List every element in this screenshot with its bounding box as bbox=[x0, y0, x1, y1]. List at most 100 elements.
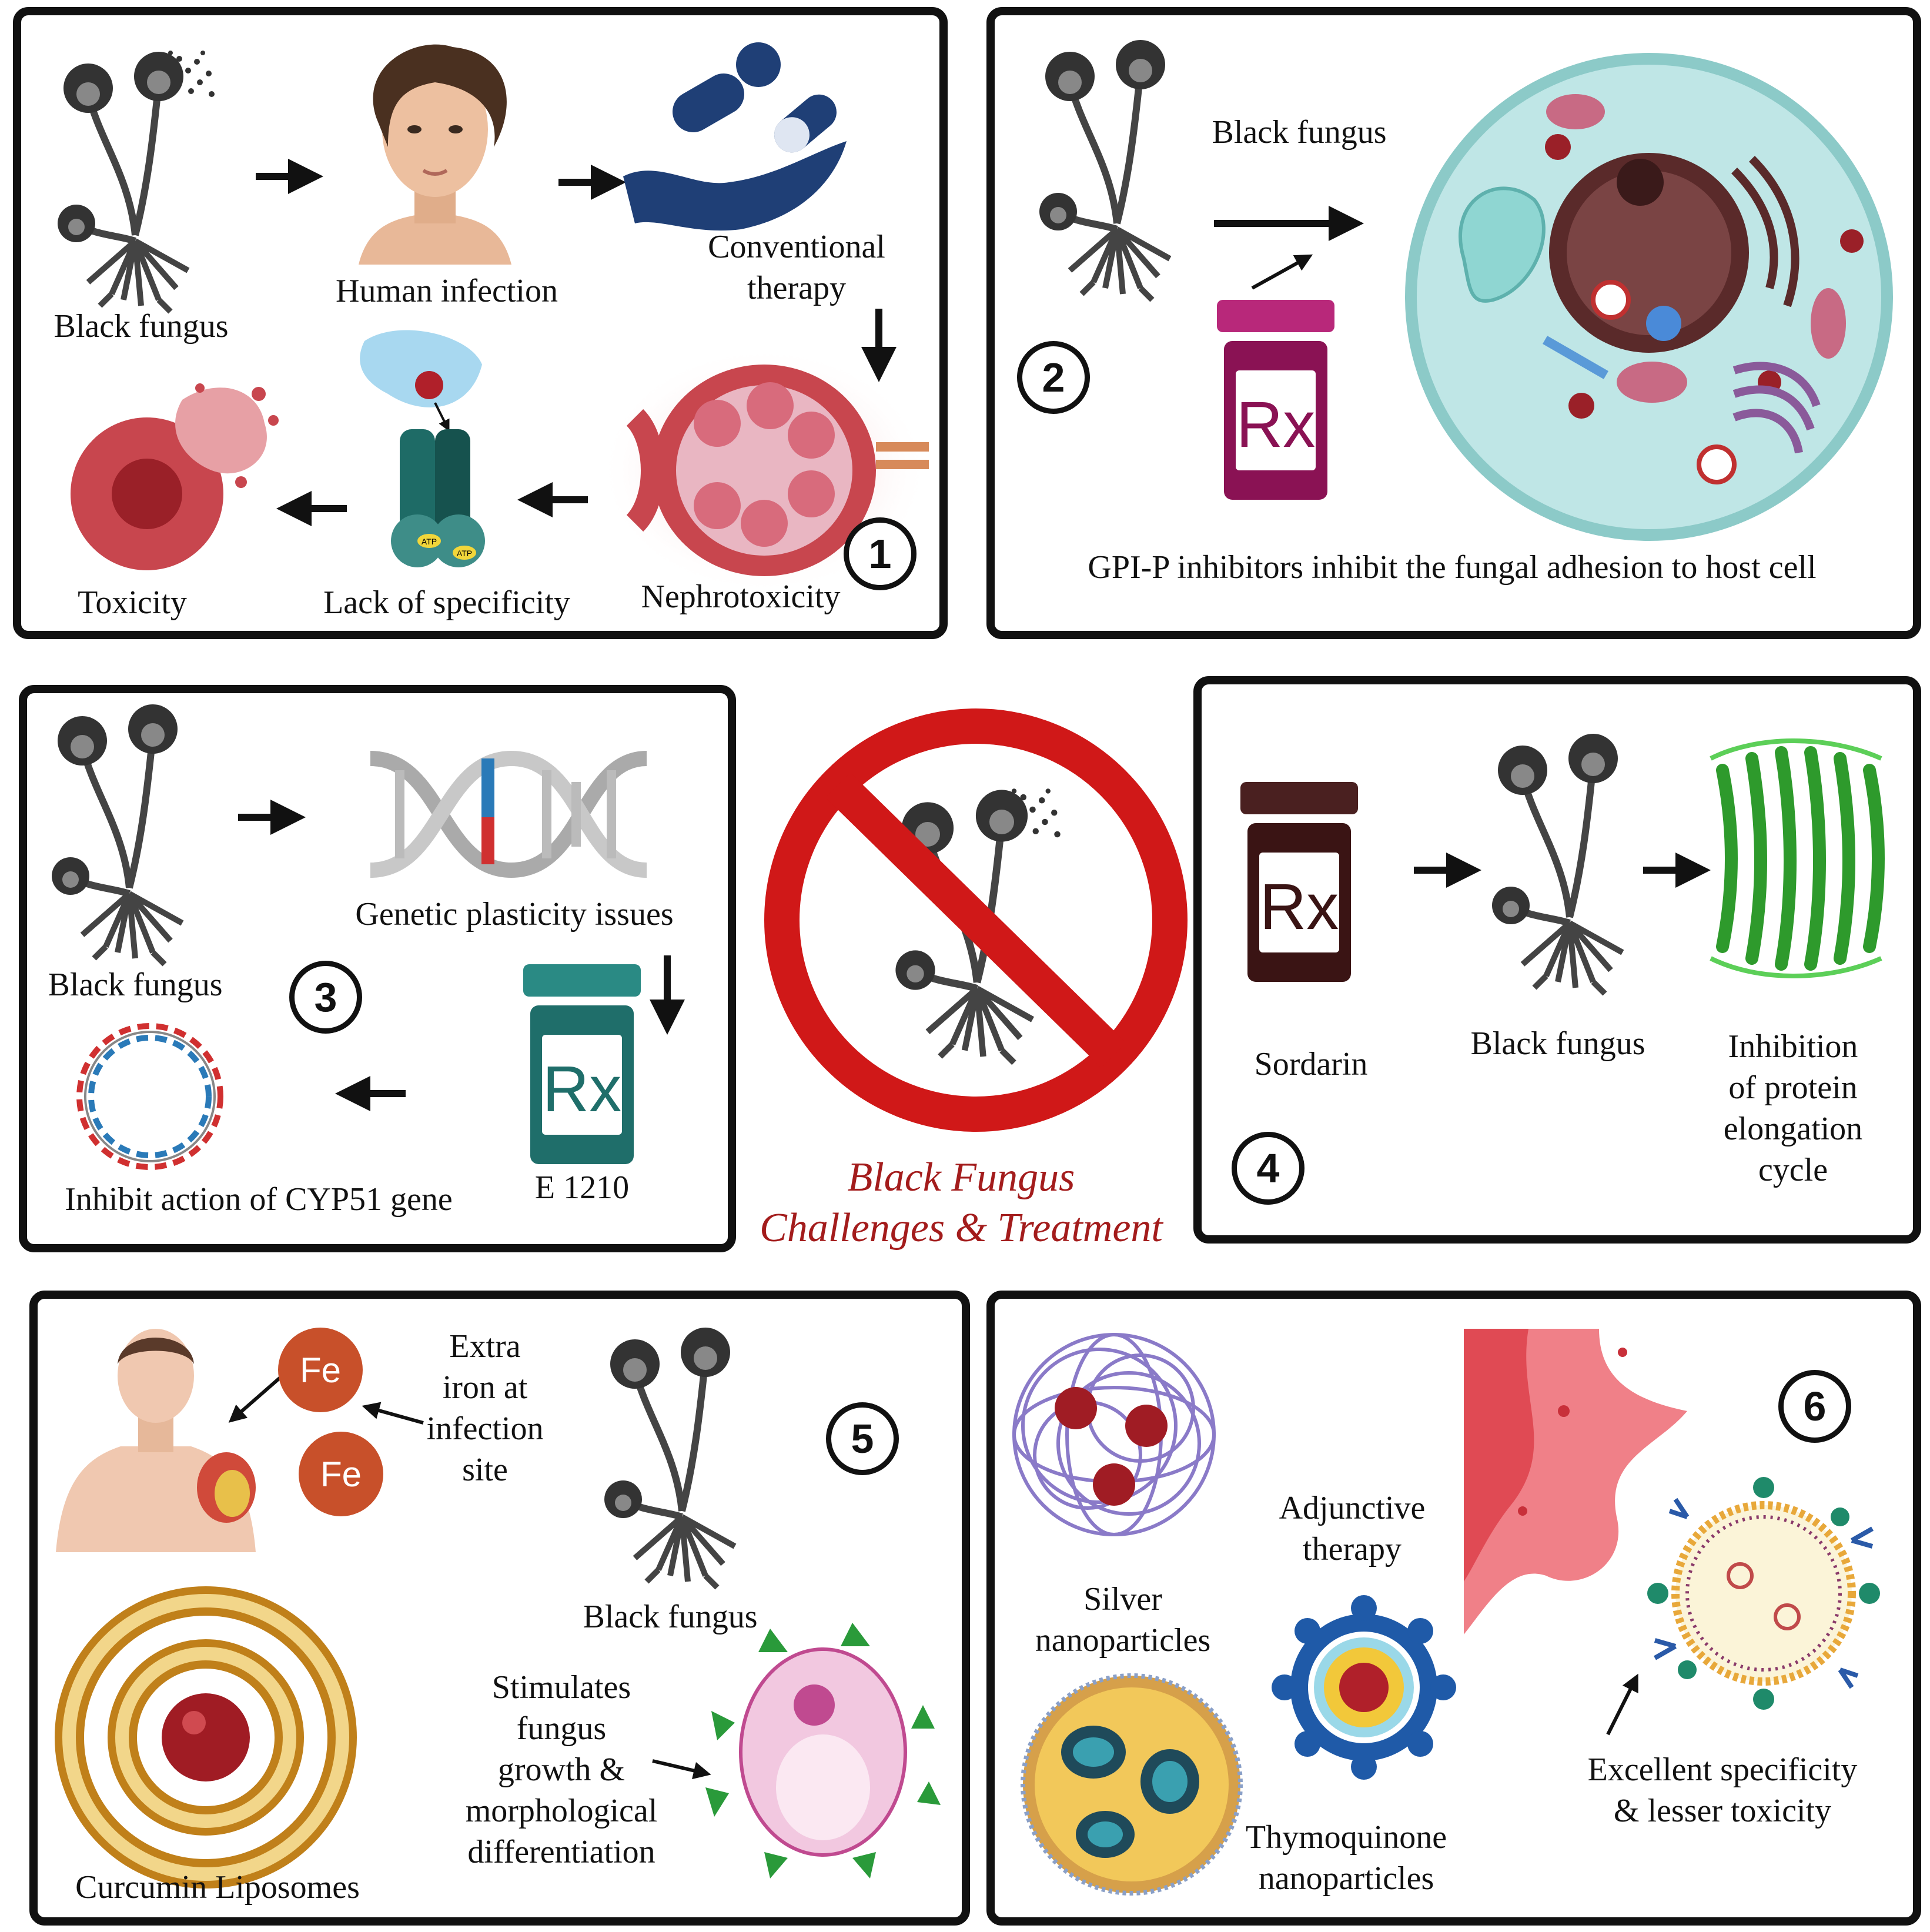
liposome-icon bbox=[55, 1586, 357, 1888]
toxicity-label: Toxicity bbox=[78, 584, 187, 621]
step-number-4: 4 bbox=[1232, 1132, 1304, 1205]
svg-text:ATP: ATP bbox=[457, 549, 472, 558]
prohibited-fungus-icon bbox=[764, 708, 1188, 1132]
excellent-line-1: Excellent specificity bbox=[1587, 1751, 1858, 1788]
host-tissue-icon bbox=[1464, 1329, 1687, 1634]
cyp51-label: Inhibit action of CYP51 gene bbox=[65, 1181, 453, 1218]
extra-iron-line-3: infection bbox=[426, 1410, 544, 1447]
arrow-icon bbox=[238, 800, 306, 835]
genetic-plasticity-label: Genetic plasticity issues bbox=[355, 896, 674, 932]
rx-bottle-icon: Rx bbox=[523, 964, 641, 1164]
stimulates-label: Stimulates fungus growth & morphological… bbox=[447, 1667, 676, 1873]
black-fungus-label: Black fungus bbox=[53, 308, 229, 345]
arrow-icon bbox=[1214, 206, 1364, 241]
human-torso-icon bbox=[56, 1329, 256, 1552]
damaged-cell-icon bbox=[71, 383, 279, 570]
host-cell-icon bbox=[1405, 53, 1893, 541]
svg-text:Fe: Fe bbox=[300, 1351, 341, 1390]
thymo-line-1: Thymoquinone bbox=[1245, 1819, 1447, 1856]
conventional-line-1: Conventional bbox=[708, 229, 885, 265]
circular-dna-icon bbox=[76, 1023, 223, 1170]
hand-pills-icon bbox=[623, 42, 847, 231]
dna-icon bbox=[370, 750, 647, 878]
step-number-6: 6 bbox=[1778, 1370, 1851, 1443]
stimulates-line-3: growth & bbox=[497, 1751, 626, 1788]
stimulates-line-2: fungus bbox=[516, 1710, 607, 1747]
stimulates-line-5: differentiation bbox=[467, 1834, 655, 1870]
adjunctive-therapy-label: Adjunctive therapy bbox=[1240, 1488, 1464, 1570]
fungus-icon bbox=[1487, 729, 1640, 1000]
arrow-icon bbox=[256, 159, 323, 194]
stimulates-line-4: morphological bbox=[465, 1793, 658, 1829]
adjunctive-line-1: Adjunctive bbox=[1279, 1490, 1426, 1526]
silver-nanoparticles-label: Silver nanoparticles bbox=[1005, 1579, 1240, 1661]
svg-text:ATP: ATP bbox=[422, 537, 437, 546]
svg-text:Rx: Rx bbox=[1236, 389, 1315, 461]
targeted-liposome-icon bbox=[1647, 1477, 1880, 1710]
silver-line-1: Silver bbox=[1083, 1581, 1162, 1617]
iron-circle-icon: Fe bbox=[278, 1328, 363, 1412]
step-number-3: 3 bbox=[289, 961, 362, 1034]
e1210-label: E 1210 bbox=[534, 1169, 630, 1206]
sordarin-label: Sordarin bbox=[1254, 1046, 1368, 1082]
arrow-left-icon bbox=[517, 482, 588, 517]
fungus-icon bbox=[600, 1323, 752, 1593]
black-fungus-label: Black fungus bbox=[1212, 114, 1387, 151]
fungus-icon bbox=[1035, 35, 1188, 306]
arrow-icon bbox=[558, 165, 626, 200]
extra-iron-line-2: iron at bbox=[442, 1369, 528, 1406]
silver-nanoparticle-icon bbox=[1012, 1333, 1216, 1536]
inhibition-label: Inhibition of protein elongation cycle bbox=[1693, 1026, 1893, 1191]
rx-bottle-icon: Rx bbox=[1240, 782, 1358, 982]
thymoquinone-nanoparticle-icon bbox=[1272, 1595, 1456, 1780]
step-number-5: 5 bbox=[826, 1402, 899, 1475]
stimulates-line-1: Stimulates bbox=[491, 1669, 631, 1706]
thymo-line-2: nanoparticles bbox=[1258, 1860, 1434, 1897]
curcumin-liposomes-label: Curcumin Liposomes bbox=[75, 1869, 360, 1906]
excellent-line-2: & lesser toxicity bbox=[1613, 1793, 1832, 1829]
fungus-icon bbox=[47, 700, 200, 970]
iron-circle-icon: Fe bbox=[299, 1432, 383, 1516]
spore-cell-icon bbox=[705, 1623, 941, 1878]
svg-text:Rx: Rx bbox=[1260, 871, 1339, 943]
lack-of-specificity-label: Lack of specificity bbox=[323, 584, 570, 621]
conventional-therapy-label: Conventional therapy bbox=[664, 226, 929, 309]
conventional-line-2: therapy bbox=[747, 270, 846, 306]
thymoquinone-nanoparticle-icon bbox=[1021, 1673, 1243, 1896]
step-number-1: 1 bbox=[844, 517, 917, 590]
svg-text:Fe: Fe bbox=[320, 1455, 362, 1494]
arrow-down-icon bbox=[861, 309, 897, 382]
arrow-icon bbox=[228, 1374, 283, 1423]
center-title: Black Fungus Challenges & Treatment bbox=[720, 1152, 1202, 1254]
svg-text:Rx: Rx bbox=[543, 1053, 621, 1125]
extra-iron-label: Extra iron at infection site bbox=[406, 1326, 564, 1490]
rx-bottle-icon: Rx bbox=[1217, 300, 1334, 500]
adjunctive-line-2: therapy bbox=[1303, 1531, 1401, 1567]
arrow-down-icon bbox=[650, 955, 685, 1035]
fungus-icon bbox=[53, 47, 215, 317]
inhibition-line-1: Inhibition bbox=[1728, 1028, 1858, 1065]
gpi-p-caption: GPI-P inhibitors inhibit the fungal adhe… bbox=[1088, 549, 1817, 586]
human-infection-label: Human infection bbox=[336, 273, 558, 309]
inhibition-line-4: cycle bbox=[1758, 1152, 1828, 1188]
center-title-line-1: Black Fungus bbox=[847, 1155, 1075, 1200]
arrow-icon bbox=[1606, 1673, 1638, 1736]
black-fungus-label: Black fungus bbox=[583, 1599, 758, 1635]
arrow-icon bbox=[1414, 853, 1481, 888]
silver-line-2: nanoparticles bbox=[1035, 1622, 1211, 1659]
arrow-icon bbox=[1251, 254, 1313, 290]
kidney-icon bbox=[600, 347, 929, 594]
nephrotoxicity-label: Nephrotoxicity bbox=[641, 579, 841, 615]
arrow-icon bbox=[1643, 853, 1711, 888]
extra-iron-line-1: Extra bbox=[449, 1328, 521, 1365]
arrow-left-icon bbox=[335, 1076, 406, 1111]
protein-structure-icon bbox=[1710, 738, 1885, 978]
arrow-left-icon bbox=[276, 491, 347, 526]
inhibition-line-3: elongation bbox=[1723, 1111, 1863, 1147]
step-number-2: 2 bbox=[1017, 341, 1090, 414]
transporter-icon: ATP ATP bbox=[360, 330, 485, 567]
thymoquinone-nanoparticles-label: Thymoquinone nanoparticles bbox=[1229, 1817, 1464, 1899]
black-fungus-label: Black fungus bbox=[48, 967, 223, 1003]
arrow-icon bbox=[362, 1402, 424, 1425]
extra-iron-line-4: site bbox=[462, 1452, 508, 1488]
